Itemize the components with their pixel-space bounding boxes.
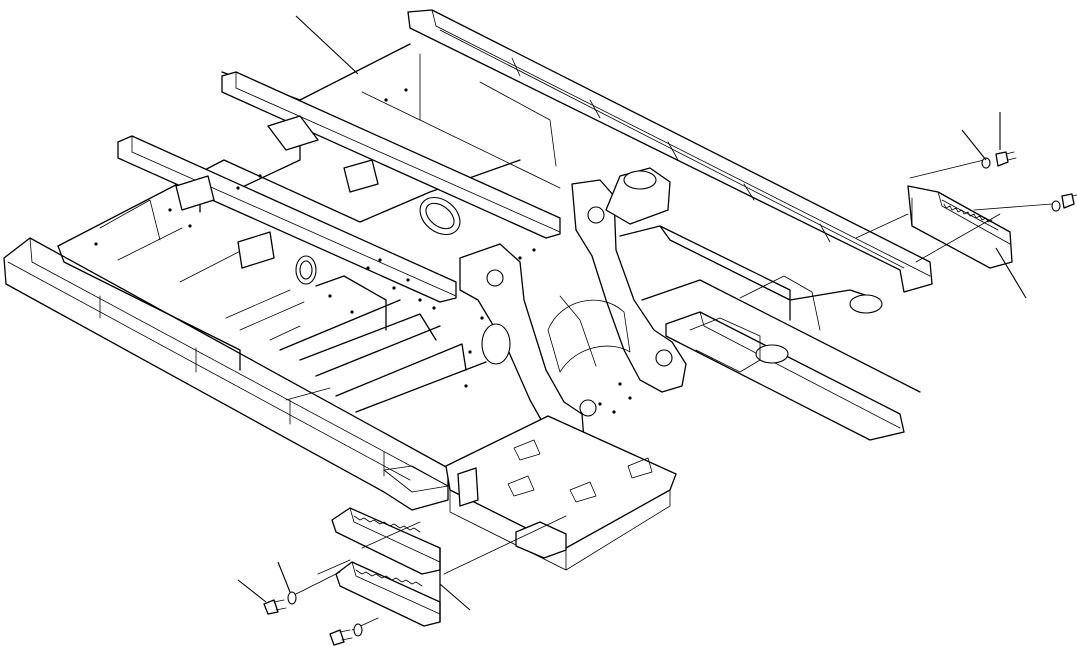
washer-icon — [1051, 200, 1061, 212]
frame-assembly — [3, 9, 933, 571]
callout-leader-left-step — [439, 583, 471, 611]
frame-openings — [295, 196, 461, 285]
upper-beam — [221, 71, 561, 239]
right-step-assembly — [855, 159, 1053, 269]
washer-icon — [353, 623, 363, 637]
right-hardware — [981, 151, 1077, 212]
left-hardware — [263, 591, 363, 646]
washer-icon — [981, 157, 991, 169]
callout-leader-right-step — [995, 247, 1027, 299]
rivet-holes — [94, 88, 632, 414]
callout-leader-frame — [295, 15, 359, 75]
washer-icon — [287, 591, 297, 605]
boom-mount — [459, 179, 687, 449]
rear-rail — [407, 9, 933, 293]
bolt-icon — [995, 151, 1017, 167]
right-box — [605, 167, 921, 441]
bolt-icon — [263, 599, 287, 615]
lower-beam — [117, 135, 457, 303]
left-step-assembly — [291, 507, 567, 631]
cross-beams — [225, 275, 487, 413]
front-rail — [3, 237, 449, 511]
callout-leaders — [237, 15, 1027, 611]
callout-leader-right-washer — [961, 129, 987, 161]
lower-plate — [445, 415, 677, 571]
callout-leader-left-washer — [277, 561, 291, 593]
callout-leader-left-bolt — [237, 579, 267, 603]
bolt-icon — [329, 629, 353, 646]
bolt-icon — [1061, 193, 1077, 209]
